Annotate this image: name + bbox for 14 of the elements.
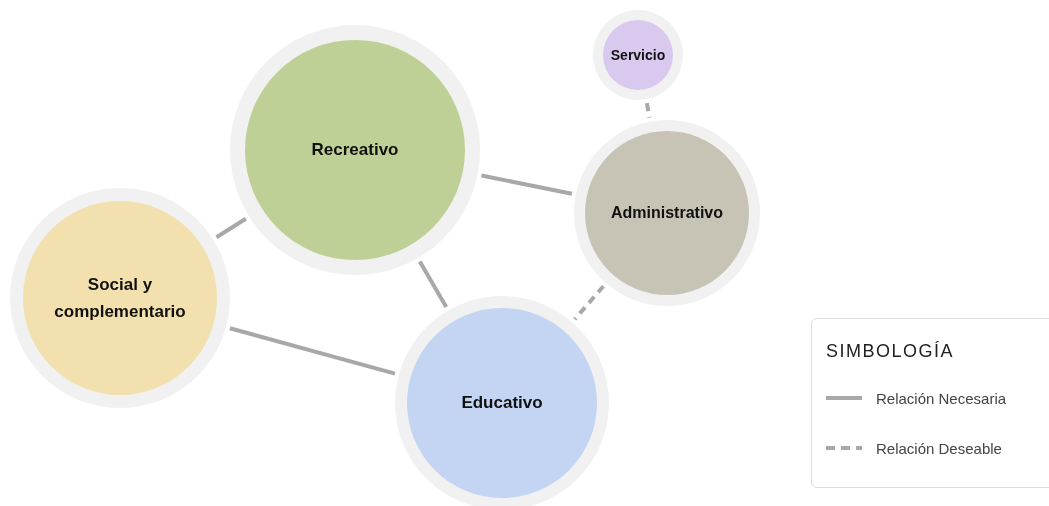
connector-line [418,260,448,309]
connector-line [229,326,396,376]
node-label: Servicio [609,45,667,65]
node-label: Educativo [460,392,544,415]
dashed-connector [644,102,652,118]
connector-line [481,173,573,196]
legend-label: Relación Necesaria [876,389,1007,407]
legend-title: SIMBOLOGÍA [826,341,955,362]
node-label: Administrativo [610,203,724,224]
connector-line [215,217,247,239]
node-label: Social y complementario [53,273,187,323]
node-label: Recreativo [310,139,400,162]
legend-label: Relación Deseable [876,439,1002,457]
dashed-connector [573,284,605,321]
